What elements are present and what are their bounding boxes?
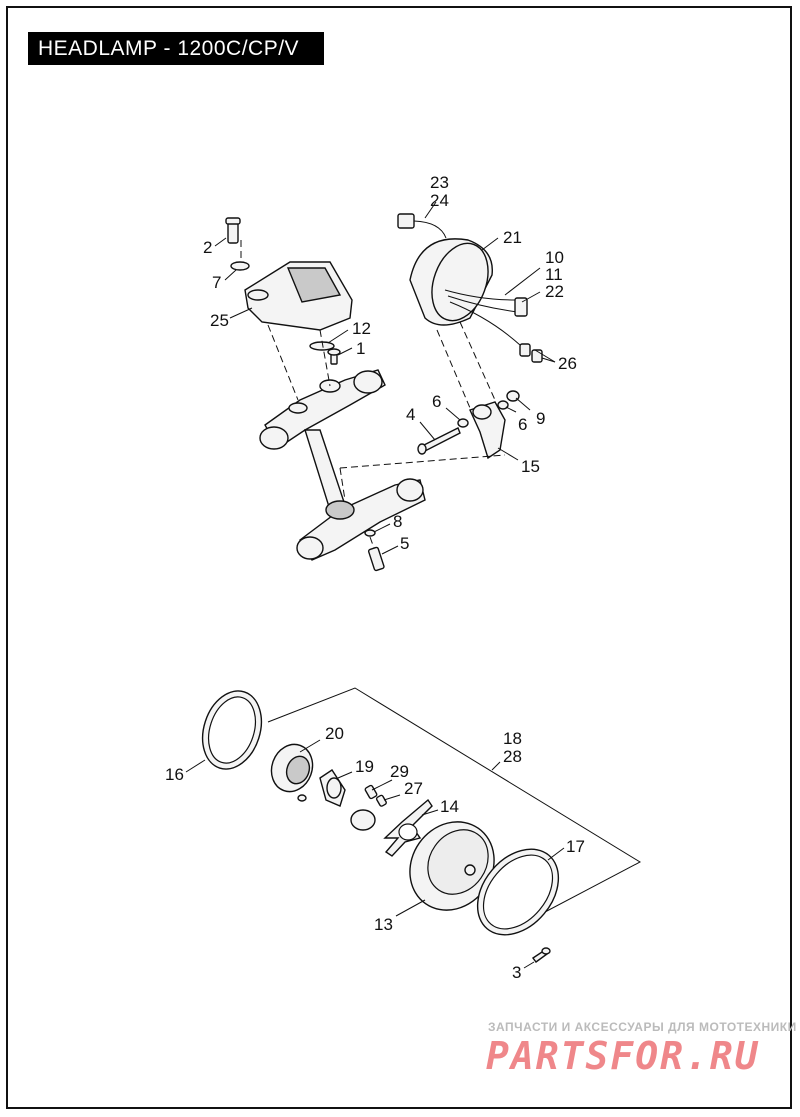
callout-3: 3 [512,963,521,982]
callout-22: 22 [545,282,564,301]
page-title: HEADLAMP - 1200C/CP/V [28,32,324,65]
callout-4: 4 [406,405,415,424]
bulb-part-19[interactable] [319,769,346,807]
callout-1: 1 [356,339,365,358]
bracket-part-15[interactable] [469,401,506,460]
callout-24: 24 [430,191,449,210]
lower-triple-clamp [296,478,426,561]
callout-14: 14 [440,797,459,816]
callout-9: 9 [536,409,545,428]
callout-16: 16 [165,765,184,784]
washer-part-6-left[interactable] [457,418,469,428]
assembly-line [436,329,471,409]
page-frame [6,6,792,1109]
callout-6-right: 6 [518,415,527,434]
headlamp-housing-part-21[interactable] [409,236,498,329]
callout-17: 17 [566,837,585,856]
callout-26: 26 [558,354,577,373]
assembly-line [459,321,496,401]
callout-10: 10 [545,248,564,267]
callout-15: 15 [521,457,540,476]
callout-20: 20 [325,724,344,743]
ring-part-16[interactable] [193,683,271,776]
assembly-line [319,329,331,387]
assembly-line [339,467,346,501]
washer-part-8[interactable] [364,529,376,537]
washer-part-6-right[interactable] [497,400,509,410]
bulb-retainer [350,809,376,831]
callout-28: 28 [503,747,522,766]
socket-part-20[interactable] [265,739,319,798]
washer-part-7[interactable] [230,261,250,271]
callout-2: 2 [203,238,212,257]
connector-part-23-24[interactable] [397,213,447,239]
watermark-logo: PARTSFOR.RU [486,1034,760,1078]
leader-lines-upper [214,201,556,555]
callout-7: 7 [212,273,221,292]
upper-triple-clamp [259,369,386,450]
callout-5: 5 [400,534,409,553]
assembly-line [267,324,299,401]
bolt-part-5[interactable] [367,546,385,572]
callout-23: 23 [430,173,449,192]
bolt-part-2[interactable] [225,217,241,244]
callout-27: 27 [404,779,423,798]
callout-8: 8 [393,512,402,531]
lens-part-13[interactable] [393,805,511,926]
watermark-tagline: ЗАПЧАСТИ И АКСЕССУАРЫ ДЛЯ МОТОТЕХНИКИ [488,1020,797,1034]
cover-part-25[interactable] [244,261,353,331]
callout-6-left: 6 [432,392,441,411]
callout-21: 21 [503,228,522,247]
trim-ring-part-17[interactable] [461,833,575,950]
wiring-harness [444,289,543,363]
assembly-line [369,536,375,549]
callout-25: 25 [210,311,229,330]
callout-18: 18 [503,729,522,748]
steering-stem [304,429,346,511]
leader-lines-lower [185,739,565,969]
part-27[interactable] [375,794,387,807]
callout-19: 19 [355,757,374,776]
part-29[interactable] [364,784,378,800]
callout-29: 29 [390,762,409,781]
bolt-part-4[interactable] [417,427,461,455]
screw-small [297,794,307,802]
callout-11: 11 [545,265,563,284]
screw-part-3[interactable] [531,947,551,963]
callout-13: 13 [374,915,393,934]
screw-part-1[interactable] [327,348,341,365]
callout-12: 12 [352,319,371,338]
assembly-line [339,454,506,469]
clip-part-14[interactable] [383,798,433,857]
assembly-bracket-line [267,687,642,913]
